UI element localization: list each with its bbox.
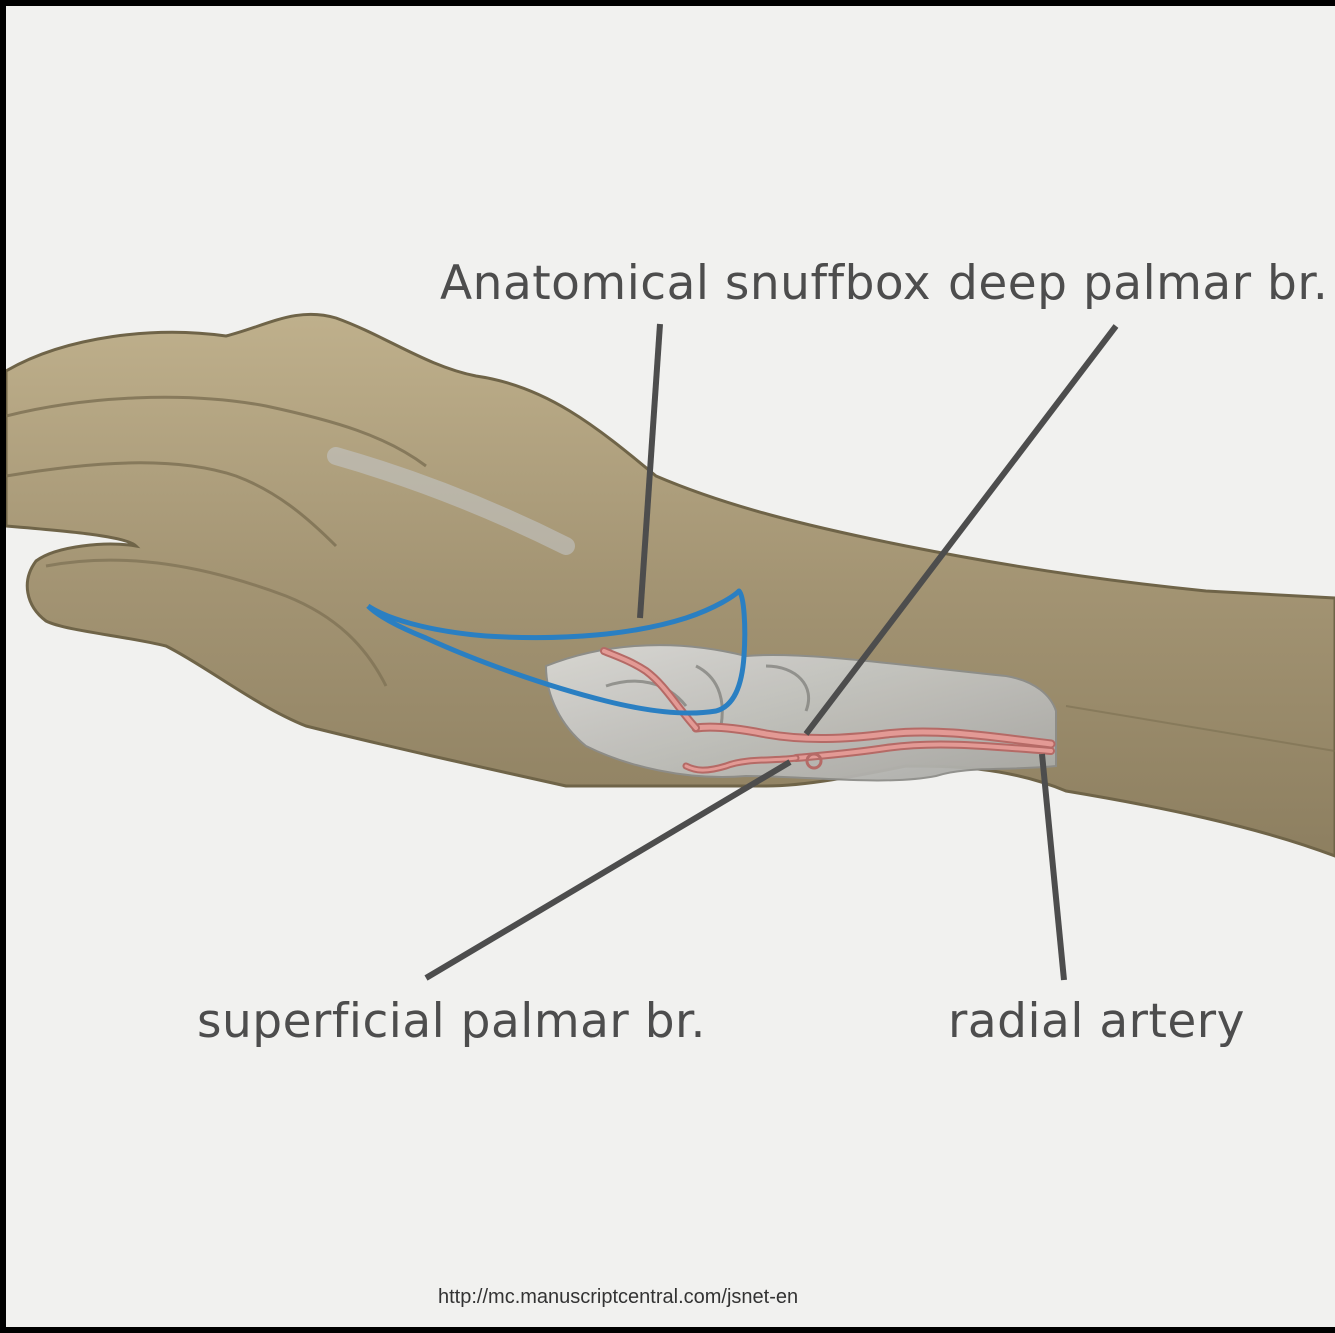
hand-silhouette (6, 314, 1335, 856)
label-deep-palmar-branch: deep palmar br. (948, 256, 1328, 311)
label-anatomical-snuffbox: Anatomical snuffbox (440, 256, 931, 311)
label-radial-artery: radial artery (948, 994, 1245, 1049)
source-url: http://mc.manuscriptcentral.com/jsnet-en (438, 1286, 798, 1309)
figure-canvas: Anatomical snuffbox deep palmar br. supe… (6, 6, 1335, 1327)
hand-illustration (6, 6, 1335, 1327)
leader-line-superficial-palmar (426, 762, 790, 978)
label-superficial-palmar-branch: superficial palmar br. (197, 994, 706, 1049)
